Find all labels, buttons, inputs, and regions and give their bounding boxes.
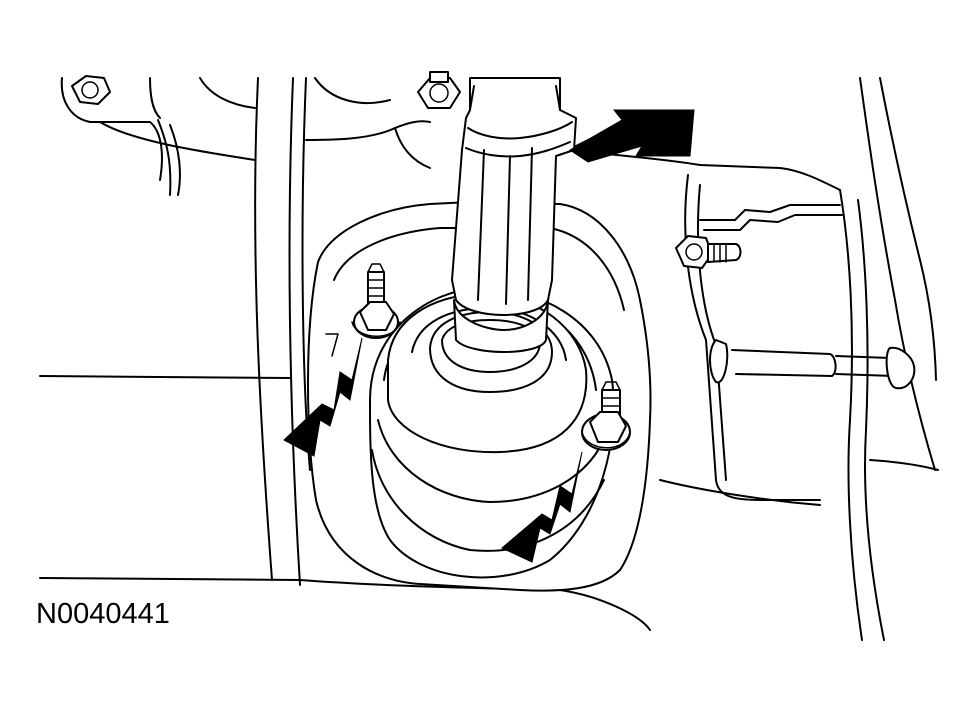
left-stud-nut bbox=[351, 263, 401, 339]
top-left-bolt bbox=[71, 75, 111, 105]
index-mark bbox=[325, 333, 339, 357]
arrow-steering-shaft bbox=[569, 109, 695, 163]
arrow-left-stud-nut bbox=[283, 337, 363, 457]
right-bracket bbox=[675, 174, 916, 501]
steering-shaft bbox=[451, 77, 577, 353]
figure-reference-code: N0040441 bbox=[36, 598, 170, 630]
top-center-bolt bbox=[417, 71, 461, 109]
arrow-right-stud-nut bbox=[501, 451, 583, 563]
right-stud-nut bbox=[581, 381, 631, 451]
